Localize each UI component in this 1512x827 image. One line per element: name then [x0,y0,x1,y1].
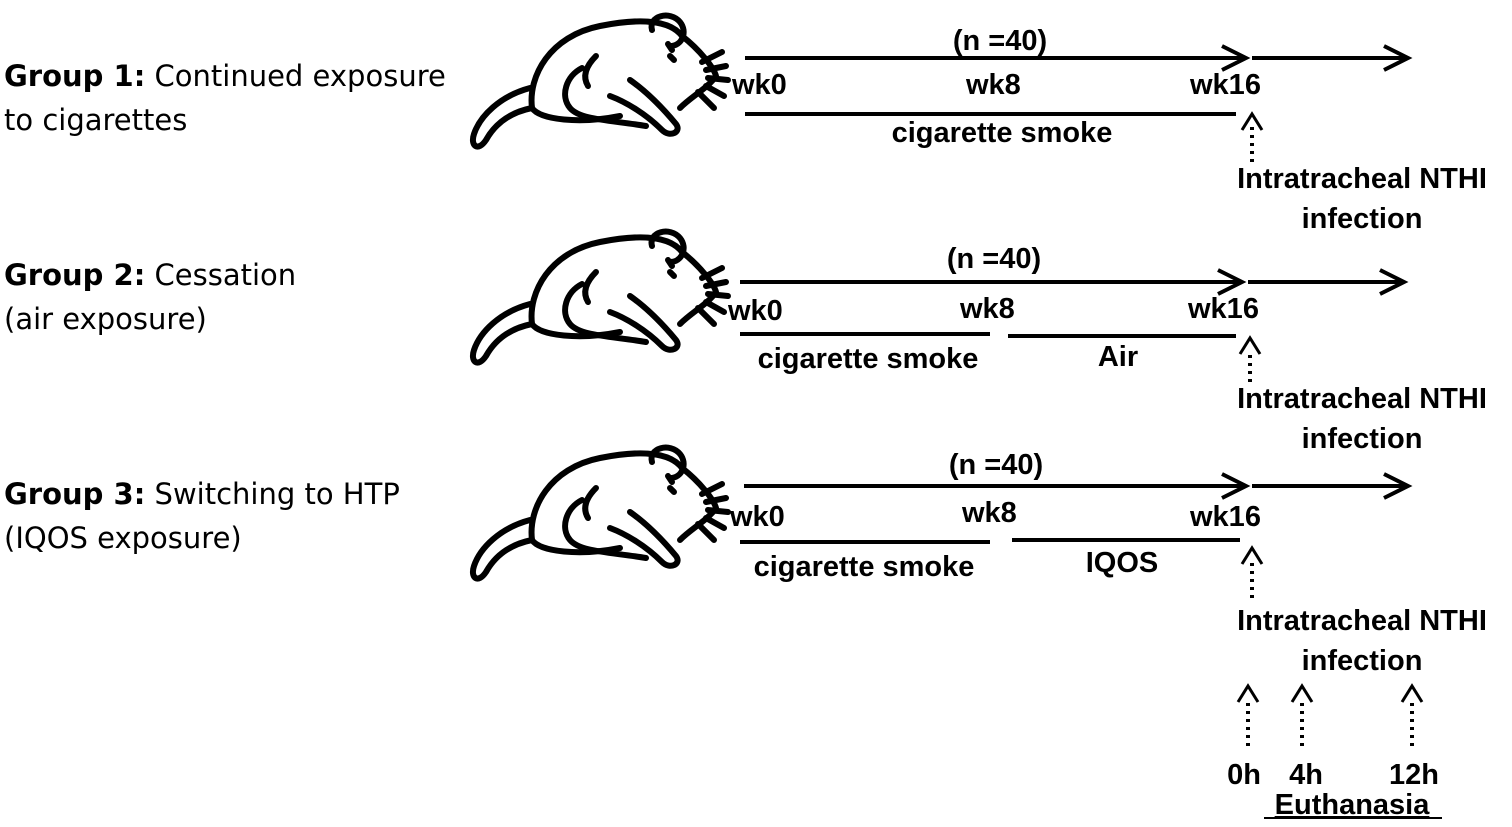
mouse-icon [473,16,728,147]
phase1-label: cigarette smoke [758,343,979,375]
mouse-icon [473,448,728,579]
phase1-label: cigarette smoke [892,117,1113,149]
group-2-name: Group 2: [4,258,146,292]
group-3-desc-line1: Switching to HTP [154,477,400,511]
event-label: Intratracheal NTHI [1237,605,1487,637]
arrowhead [1240,111,1264,131]
wk8-label: wk8 [965,69,1021,101]
arrowhead [1236,683,1260,703]
wk16-label: wk16 [1187,293,1259,325]
group-1-desc-line1: Continued exposure [154,59,446,93]
group-1-name: Group 1: [4,59,146,93]
arrowhead [1240,545,1264,565]
group-1-timeline: (n =40) wk0 wk8 wk16 cigarette smoke Int… [731,25,1487,235]
group-3-desc-line2: (IQOS exposure) [4,521,242,555]
group-3-timeline: (n =40) wk0 wk8 wk16 cigarette smoke IQO… [729,449,1487,677]
arrowhead [1379,268,1409,296]
wk8-label: wk8 [961,497,1017,529]
arrowhead [1383,44,1413,72]
group-2-timeline: (n =40) wk0 wk8 wk16 cigarette smoke Air… [727,243,1487,455]
wk16-label: wk16 [1189,69,1261,101]
group-3-label: Group 3: Switching to HTP (IQOS exposure… [4,472,400,560]
group-2-n: (n =40) [947,243,1041,275]
event-label: Intratracheal NTHI [1237,383,1487,415]
mouse-icon [473,232,728,363]
group-1-desc-line2: to cigarettes [4,103,188,137]
wk0-label: wk0 [727,295,783,327]
euthanasia-label: Euthanasia [1275,789,1431,821]
event-label-2: infection [1302,423,1423,455]
group-1-label: Group 1: Continued exposure to cigarette… [4,54,446,142]
group-3-n: (n =40) [949,449,1043,481]
group-2-desc-line1: Cessation [154,258,297,292]
group-3-name: Group 3: [4,477,146,511]
arrowhead [1238,335,1262,355]
arrowhead [1383,472,1413,500]
event-label: Intratracheal NTHI [1237,163,1487,195]
wk8-label: wk8 [959,293,1015,325]
timepoint-12h: 12h [1389,759,1439,791]
wk0-label: wk0 [731,69,787,101]
phase1-label: cigarette smoke [754,551,975,583]
event-label-2: infection [1302,203,1423,235]
phase2-label: IQOS [1086,547,1159,579]
arrowhead [1221,44,1251,72]
group-2-desc-line2: (air exposure) [4,302,207,336]
wk0-label: wk0 [729,501,785,533]
timepoint-0h: 0h [1227,759,1261,791]
group-1-n: (n =40) [953,25,1047,57]
group-2-label: Group 2: Cessation (air exposure) [4,253,296,341]
timepoint-4h: 4h [1289,759,1323,791]
phase2-label: Air [1098,341,1138,373]
euthanasia-timepoints: 0h 4h 12h Euthanasia [1227,683,1442,821]
arrowhead [1217,268,1247,296]
event-label-2: infection [1302,645,1423,677]
arrowhead [1400,683,1424,703]
arrowhead [1221,472,1251,500]
wk16-label: wk16 [1189,501,1261,533]
arrowhead [1290,683,1314,703]
